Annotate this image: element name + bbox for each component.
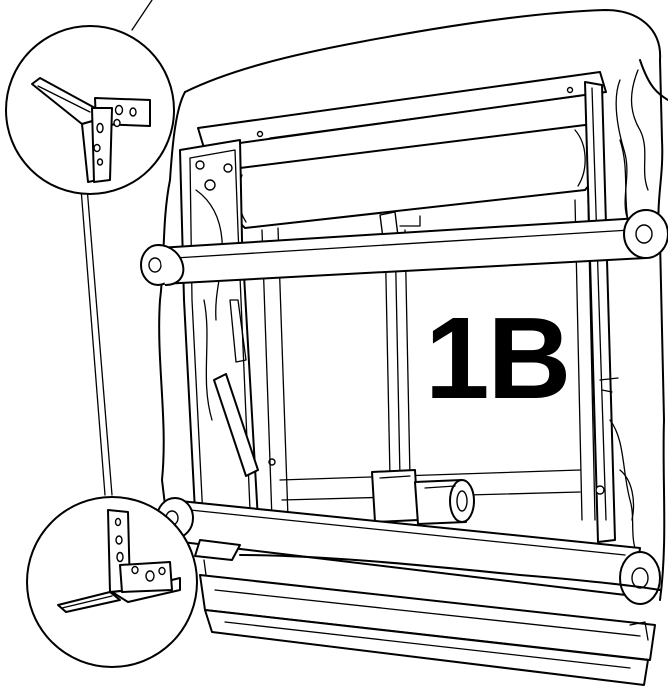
cushion-outline: [169, 9, 668, 601]
leader-lines: [77, 0, 153, 496]
right-side-frame: [584, 81, 641, 561]
base-platform: [199, 554, 661, 686]
back-rail: [197, 71, 607, 229]
step-label: 1B: [425, 293, 571, 423]
support-bar-icon: [140, 209, 668, 286]
foot-bracket-top-icon: [5, 25, 175, 195]
foot-bracket-bottom-icon: [26, 496, 198, 668]
motor-icon: [371, 469, 475, 525]
inner-rails: [261, 199, 596, 521]
